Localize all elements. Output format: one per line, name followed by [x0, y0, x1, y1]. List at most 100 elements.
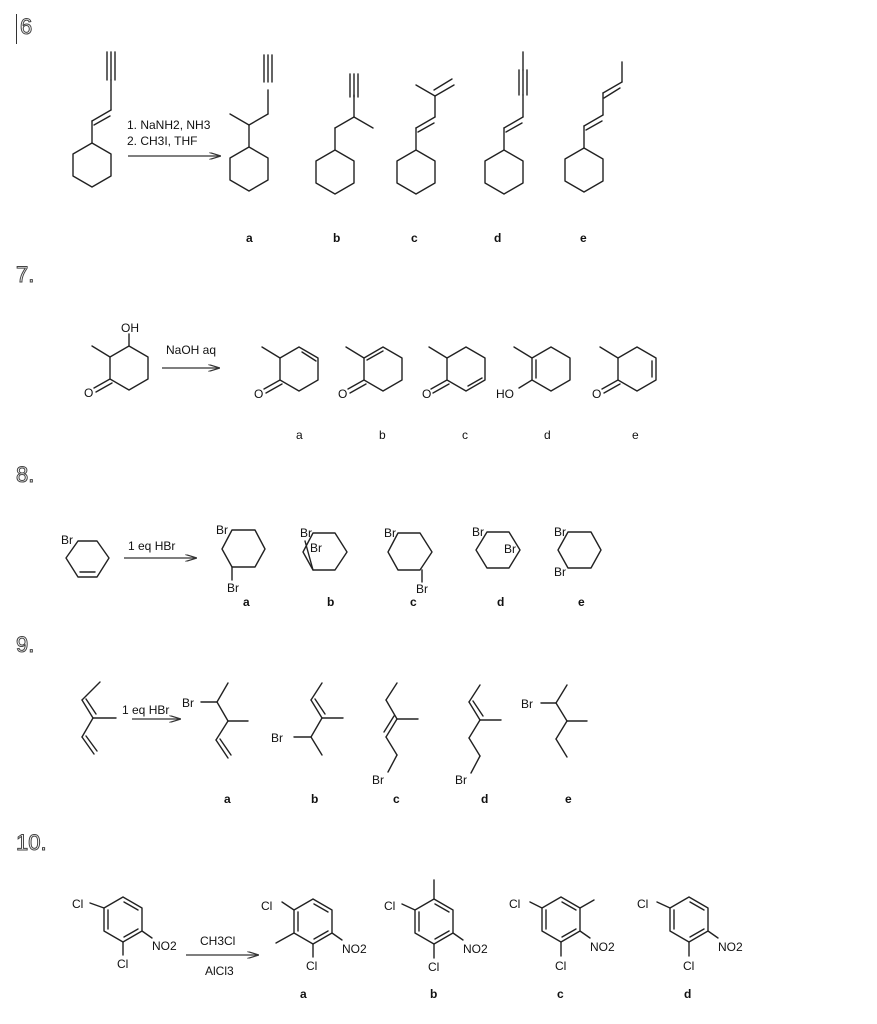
- q9-reagent: 1 eq HBr: [122, 703, 169, 717]
- question-10-number: 10.: [16, 830, 48, 856]
- q8-choice-e[interactable]: e: [578, 595, 585, 609]
- q6-choice-e-structure: [564, 61, 623, 193]
- q8-a-br-2: Br: [227, 581, 239, 595]
- q10-a-cl-2: Cl: [306, 959, 317, 973]
- q8-reagent: 1 eq HBr: [128, 539, 175, 553]
- q7-o-label: O: [84, 386, 93, 400]
- q6-choice-e[interactable]: e: [580, 231, 587, 245]
- q10-choice-d[interactable]: d: [684, 987, 691, 1001]
- q8-choice-d-structure: [475, 531, 521, 569]
- q6-choice-c[interactable]: c: [411, 231, 418, 245]
- q10-d-cl-2: Cl: [683, 959, 694, 973]
- q9-choice-b[interactable]: b: [311, 792, 318, 806]
- q10-reagent-1: CH3Cl: [200, 934, 235, 948]
- q10-reagent-2: AlCl3: [205, 964, 234, 978]
- question-7-number: 7.: [15, 262, 35, 288]
- q10-d-cl-1: Cl: [637, 897, 648, 911]
- q6-reagent-1: 1. NaNH2, NH3: [127, 118, 211, 132]
- q6-choice-d[interactable]: d: [494, 231, 501, 245]
- q8-c-br-1: Br: [384, 526, 396, 540]
- q7-choice-e[interactable]: e: [632, 428, 639, 442]
- q10-reactant: [89, 896, 153, 956]
- q8-reactant: [65, 540, 110, 578]
- q7-c-o-label: O: [422, 387, 431, 401]
- q8-a-br-1: Br: [216, 523, 228, 537]
- q6-choice-b-structure: [315, 73, 374, 195]
- q6-choice-a[interactable]: a: [246, 231, 253, 245]
- q10-choice-d-structure: [656, 896, 719, 957]
- q7-choice-b-structure: [345, 346, 403, 394]
- q9-e-br: Br: [521, 697, 533, 711]
- q6-choice-a-structure: [229, 54, 273, 192]
- q9-choice-c[interactable]: c: [393, 792, 400, 806]
- q9-c-br: Br: [372, 773, 384, 787]
- q10-choice-c-structure: [529, 896, 595, 957]
- q10-b-cl-1: Cl: [384, 899, 395, 913]
- q9-b-br: Br: [271, 731, 283, 745]
- q9-choice-e-structure: [540, 684, 588, 758]
- q6-reagent-2: 2. CH3I, THF: [127, 134, 197, 148]
- q8-e-br-2: Br: [554, 565, 566, 579]
- text-cursor: [16, 14, 17, 44]
- q9-d-br: Br: [455, 773, 467, 787]
- q7-d-ho-label: HO: [496, 387, 514, 401]
- q8-b-br-2: Br: [310, 541, 322, 555]
- question-9-number: 9.: [15, 632, 35, 658]
- q10-b-no2: NO2: [463, 942, 488, 956]
- q7-choice-b[interactable]: b: [379, 428, 386, 442]
- q8-d-br-1: Br: [472, 525, 484, 539]
- q9-choice-a-structure: [200, 682, 249, 759]
- q10-reactant-cl-2: Cl: [117, 957, 128, 971]
- q8-reactant-br: Br: [61, 533, 73, 547]
- q8-choice-a[interactable]: a: [243, 595, 250, 609]
- q8-c-br-2: Br: [416, 582, 428, 596]
- q8-e-br-1: Br: [554, 525, 566, 539]
- q7-e-o-label: O: [592, 387, 601, 401]
- q9-choice-d-structure: [468, 684, 502, 774]
- q7-choice-a[interactable]: a: [296, 428, 303, 442]
- q9-choice-e[interactable]: e: [565, 792, 572, 806]
- q6-choice-b[interactable]: b: [333, 231, 340, 245]
- q6-reactant: [72, 51, 116, 188]
- q7-choice-d-structure: [513, 346, 571, 392]
- question-8-number: 8.: [15, 462, 35, 488]
- q10-b-cl-2: Cl: [428, 960, 439, 974]
- q9-choice-a[interactable]: a: [224, 792, 231, 806]
- q9-reactant: [81, 681, 117, 755]
- q8-choice-c[interactable]: c: [410, 595, 417, 609]
- q7-choice-c-structure: [428, 346, 486, 394]
- q10-choice-a-structure: [275, 898, 343, 958]
- q10-c-no2: NO2: [590, 940, 615, 954]
- q10-choice-c[interactable]: c: [557, 987, 564, 1001]
- q8-b-br-1: Br: [300, 526, 312, 540]
- q10-c-cl-1: Cl: [509, 897, 520, 911]
- q7-choice-a-structure: [261, 346, 319, 394]
- q10-choice-b[interactable]: b: [430, 987, 437, 1001]
- q10-d-no2: NO2: [718, 940, 743, 954]
- q10-c-cl-2: Cl: [555, 959, 566, 973]
- q6-choice-d-structure: [484, 51, 528, 195]
- q7-choice-d[interactable]: d: [544, 428, 551, 442]
- q9-choice-d[interactable]: d: [481, 792, 488, 806]
- q10-a-no2: NO2: [342, 942, 367, 956]
- q8-d-br-2: Br: [504, 542, 516, 556]
- q10-reactant-no2: NO2: [152, 939, 177, 953]
- q8-choice-d[interactable]: d: [497, 595, 504, 609]
- q10-choice-a[interactable]: a: [300, 987, 307, 1001]
- q7-reagent: NaOH aq: [166, 343, 216, 357]
- q7-reactant: [91, 333, 149, 393]
- q9-a-br: Br: [182, 696, 194, 710]
- q7-choice-c[interactable]: c: [462, 428, 468, 442]
- q7-b-o-label: O: [338, 387, 347, 401]
- q8-choice-b-structure: [302, 532, 348, 571]
- q10-reactant-cl-1: Cl: [72, 897, 83, 911]
- q8-choice-b[interactable]: b: [327, 595, 334, 609]
- q7-choice-e-structure: [599, 346, 657, 394]
- q8-choice-a-structure: [221, 529, 266, 581]
- q7-a-o-label: O: [254, 387, 263, 401]
- q7-oh-label: OH: [121, 321, 139, 335]
- q8-choice-c-structure: [387, 532, 433, 583]
- q6-choice-c-structure: [396, 78, 455, 195]
- q9-choice-b-structure: [293, 682, 344, 756]
